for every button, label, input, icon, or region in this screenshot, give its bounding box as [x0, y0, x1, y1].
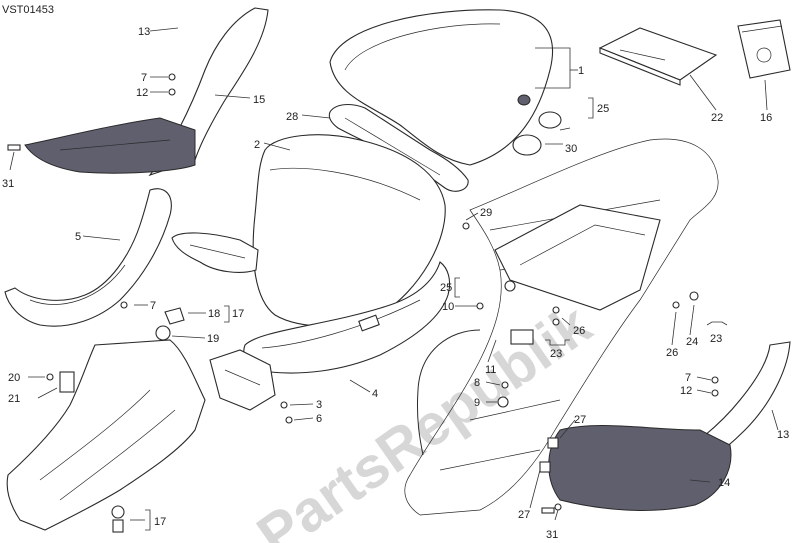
callout-31: 31 [2, 178, 14, 190]
part-seat-base[interactable] [243, 261, 451, 374]
part-power-socket[interactable] [512, 111, 571, 156]
callout-17: 17 [232, 308, 244, 320]
callout-25: 25 [440, 282, 452, 294]
callout-12: 12 [136, 87, 148, 99]
part-rider-seat[interactable] [329, 9, 554, 166]
callout-13: 13 [777, 429, 789, 441]
part-small-hardware[interactable] [7, 73, 719, 533]
callout-26: 26 [573, 325, 585, 337]
callout-28: 28 [286, 111, 298, 123]
callout-4: 4 [372, 388, 378, 400]
callout-17: 17 [154, 516, 166, 528]
callout-18: 18 [208, 308, 220, 320]
callout-16: 16 [760, 112, 772, 124]
callout-2: 2 [254, 139, 260, 151]
callout-23: 23 [710, 333, 722, 345]
part-rear-fender[interactable] [6, 339, 206, 531]
callout-11: 11 [485, 364, 496, 376]
callout-7: 7 [150, 300, 156, 312]
part-seat-release-cable[interactable] [416, 329, 481, 456]
diagram-code: VST01453 [2, 4, 54, 16]
part-passenger-seat[interactable] [252, 134, 446, 327]
leader-lines [9, 27, 779, 531]
callout-8: 8 [474, 377, 480, 389]
part-document-bag[interactable] [737, 19, 791, 79]
part-owner-manual[interactable] [598, 27, 718, 86]
callout-9: 9 [474, 397, 480, 409]
part-left-tail-cover[interactable] [24, 7, 269, 177]
part-seat-hinge[interactable] [171, 232, 259, 273]
callout-7: 7 [141, 72, 147, 84]
part-seat-buffer[interactable] [517, 94, 531, 106]
callout-10: 10 [442, 301, 454, 313]
callout-22: 22 [711, 112, 723, 124]
callout-7: 7 [685, 372, 691, 384]
part-seat-latch[interactable] [209, 349, 276, 411]
callout-20: 20 [8, 372, 20, 384]
callout-15: 15 [253, 94, 265, 106]
callout-6: 6 [316, 413, 322, 425]
callout-12: 12 [680, 385, 692, 397]
part-seat-lock[interactable] [510, 329, 534, 345]
callout-21: 21 [8, 393, 20, 405]
callout-5: 5 [75, 231, 81, 243]
callout-29: 29 [480, 207, 492, 219]
callout-23: 23 [550, 348, 562, 360]
callout-labels: 13 7 12 15 31 2 28 1 25 30 22 16 5 7 18 … [2, 26, 789, 541]
callout-31: 31 [546, 529, 558, 541]
part-grab-handle[interactable] [4, 188, 172, 327]
callout-13: 13 [138, 26, 150, 38]
callout-26: 26 [666, 347, 678, 359]
part-right-tail-cover[interactable] [548, 341, 791, 511]
callout-25: 25 [597, 103, 609, 115]
callout-1: 1 [578, 65, 584, 77]
callout-19: 19 [207, 333, 219, 345]
callout-30: 30 [565, 143, 577, 155]
part-battery-tray[interactable] [494, 204, 661, 311]
callout-27: 27 [574, 414, 586, 426]
callout-27: 27 [518, 509, 530, 521]
callout-14: 14 [718, 477, 730, 489]
callout-3: 3 [316, 399, 322, 411]
part-seat-support[interactable] [328, 103, 469, 192]
callout-24: 24 [686, 336, 698, 348]
